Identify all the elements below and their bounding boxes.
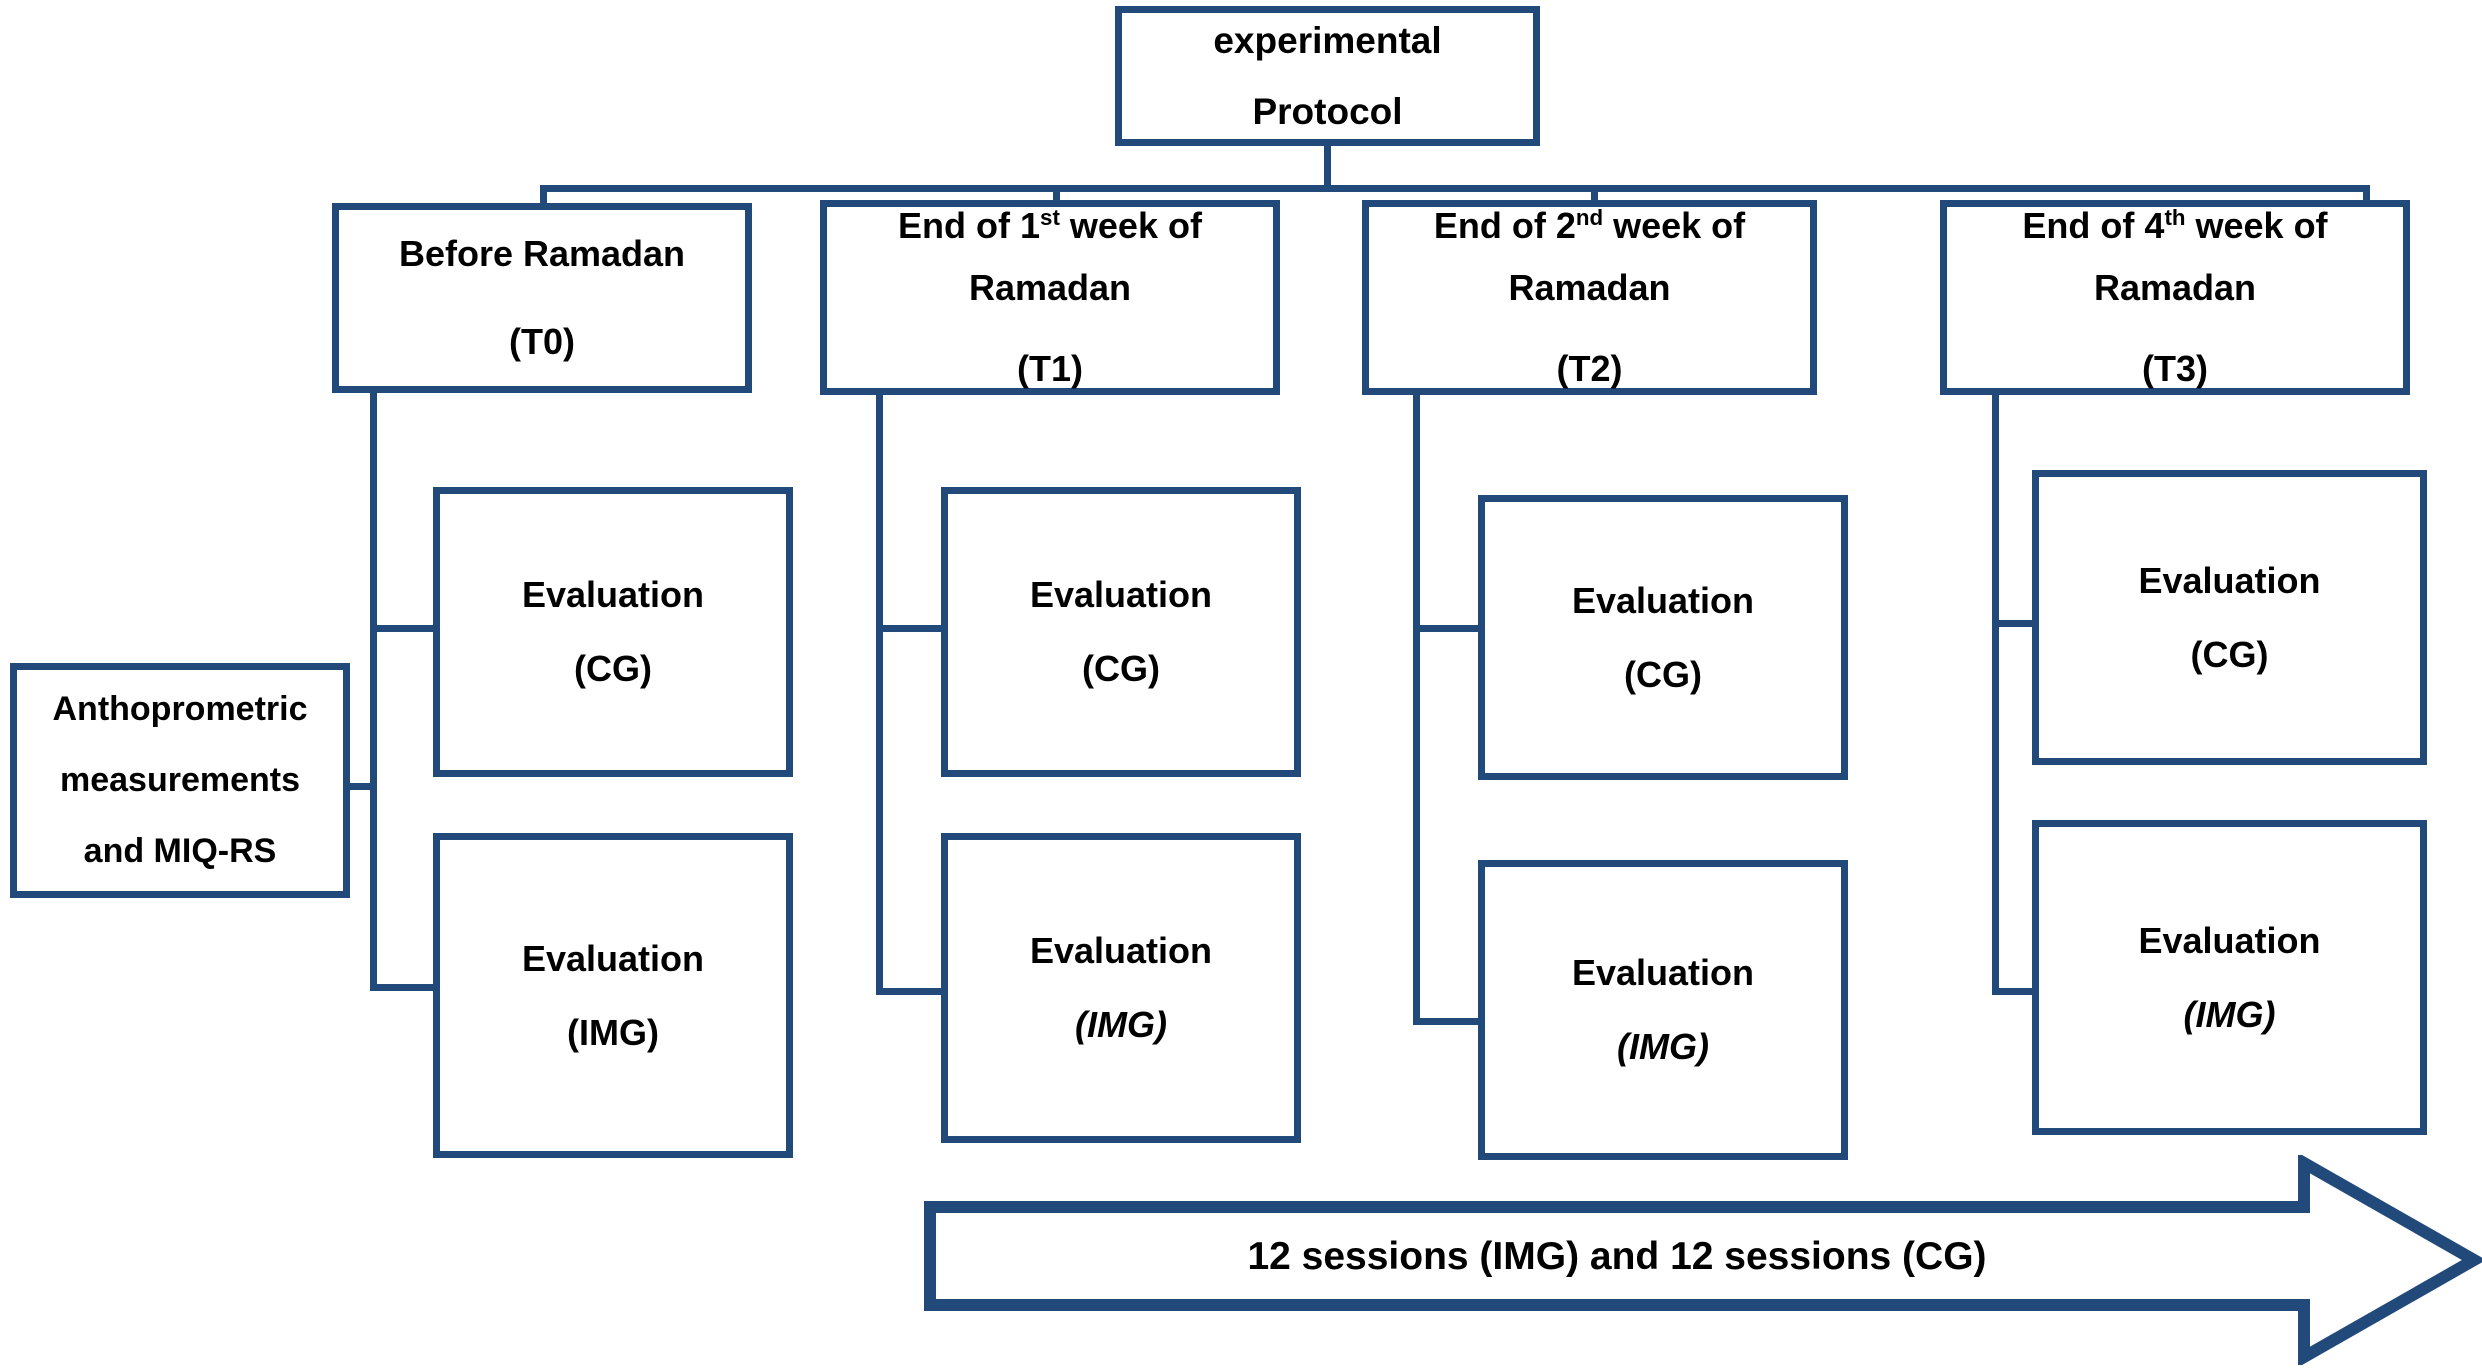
- arrow-polygon: [924, 1155, 2482, 1365]
- timepoint-title-t1: End of 1st week of: [898, 204, 1202, 246]
- eval-group-t1-cg: (CG): [1082, 648, 1160, 689]
- connector-trunk-t1: [876, 395, 883, 995]
- node-evaluation-t0-img[interactable]: Evaluation (IMG): [433, 833, 793, 1158]
- timepoint-title-t3: End of 4th week of: [2022, 204, 2328, 246]
- eval-group-t3-cg: (CG): [2190, 633, 2269, 675]
- sessions-arrow-label: 12 sessions (IMG) and 12 sessions (CG): [1247, 1235, 1987, 1278]
- connector-stub-t3-cg: [1992, 620, 2040, 627]
- timepoint-code-t0: (T0): [509, 321, 575, 362]
- eval-label-t0-cg: Evaluation: [521, 574, 705, 616]
- timepoint-code-t3: (T3): [2142, 348, 2208, 390]
- timepoint-title-t2: End of 2nd week of: [1433, 204, 1746, 246]
- ordinal-suffix-t1: st: [1040, 204, 1060, 230]
- eval-group-t2-img: (IMG): [1617, 1026, 1709, 1067]
- sessions-arrow-shape: [924, 1155, 2482, 1365]
- anthro-line-1: Anthoprometric: [52, 690, 308, 729]
- timepoint-title2-t3: Ramadan: [2093, 266, 2257, 308]
- node-experimental-protocol[interactable]: experimental Protocol: [1115, 6, 1540, 146]
- timepoint-code-t1: (T1): [1017, 348, 1083, 390]
- node-timepoint-t3[interactable]: End of 4th week of Ramadan (T3): [1940, 200, 2410, 395]
- timepoint-title2-t1: Ramadan: [968, 266, 1132, 308]
- connector-stub-t1-cg: [876, 625, 946, 632]
- node-timepoint-t1[interactable]: End of 1st week of Ramadan (T1): [820, 200, 1280, 395]
- timepoint-code-t2: (T2): [1556, 348, 1623, 390]
- node-evaluation-t3-cg[interactable]: Evaluation (CG): [2032, 470, 2427, 765]
- eval-label-t2-img: Evaluation: [1571, 952, 1755, 994]
- eval-group-t2-cg: (CG): [1624, 653, 1702, 695]
- eval-group-t0-img: (IMG): [567, 1011, 659, 1053]
- eval-label-t1-cg: Evaluation: [1029, 574, 1213, 616]
- connector-stub-t0-anthro: [340, 783, 376, 790]
- node-anthropometric-measurements[interactable]: Anthoprometric measurements and MIQ-RS: [10, 663, 350, 898]
- node-evaluation-t2-cg[interactable]: Evaluation (CG): [1478, 495, 1848, 780]
- eval-group-t3-img: (IMG): [2183, 993, 2276, 1035]
- connector-stub-t2-cg: [1413, 625, 1483, 632]
- node-evaluation-t2-img[interactable]: Evaluation (IMG): [1478, 860, 1848, 1160]
- root-line-1: experimental: [1213, 19, 1442, 61]
- ordinal-suffix-t2: nd: [1575, 204, 1604, 230]
- root-line-2: Protocol: [1252, 91, 1403, 132]
- connector-stub-t0-cg: [370, 625, 438, 632]
- eval-label-t2-cg: Evaluation: [1571, 579, 1755, 621]
- anthro-line-2: measurements: [59, 761, 300, 800]
- node-evaluation-t0-cg[interactable]: Evaluation (CG): [433, 487, 793, 777]
- node-evaluation-t3-img[interactable]: Evaluation (IMG): [2032, 820, 2427, 1135]
- connector-trunk-t3: [1992, 395, 1999, 995]
- timepoint-title-t0: Before Ramadan: [398, 233, 686, 275]
- eval-label-t1-img: Evaluation: [1029, 930, 1213, 972]
- node-timepoint-t0[interactable]: Before Ramadan (T0): [332, 203, 752, 393]
- eval-label-t0-img: Evaluation: [521, 937, 705, 979]
- eval-label-t3-img: Evaluation: [2138, 919, 2321, 961]
- ordinal-suffix-t3: th: [2164, 204, 2186, 230]
- eval-label-t3-cg: Evaluation: [2138, 559, 2321, 601]
- node-evaluation-t1-img[interactable]: Evaluation (IMG): [941, 833, 1301, 1143]
- eval-group-t0-cg: (CG): [574, 648, 652, 689]
- connector-distribution-bus: [540, 185, 2370, 192]
- connector-trunk-t2: [1413, 395, 1420, 1025]
- node-timepoint-t2[interactable]: End of 2nd week of Ramadan (T2): [1362, 200, 1817, 395]
- connector-stub-t2-img: [1413, 1018, 1483, 1025]
- timepoint-title2-t2: Ramadan: [1508, 266, 1671, 308]
- connector-root-stem: [1324, 146, 1331, 188]
- connector-stub-t1-img: [876, 988, 946, 995]
- connector-trunk-t0: [370, 393, 377, 991]
- connector-stub-t0-img: [370, 984, 438, 991]
- node-evaluation-t1-cg[interactable]: Evaluation (CG): [941, 487, 1301, 777]
- anthro-line-3: and MIQ-RS: [83, 831, 277, 870]
- eval-group-t1-img: (IMG): [1075, 1004, 1167, 1045]
- connector-stub-t3-img: [1992, 988, 2040, 995]
